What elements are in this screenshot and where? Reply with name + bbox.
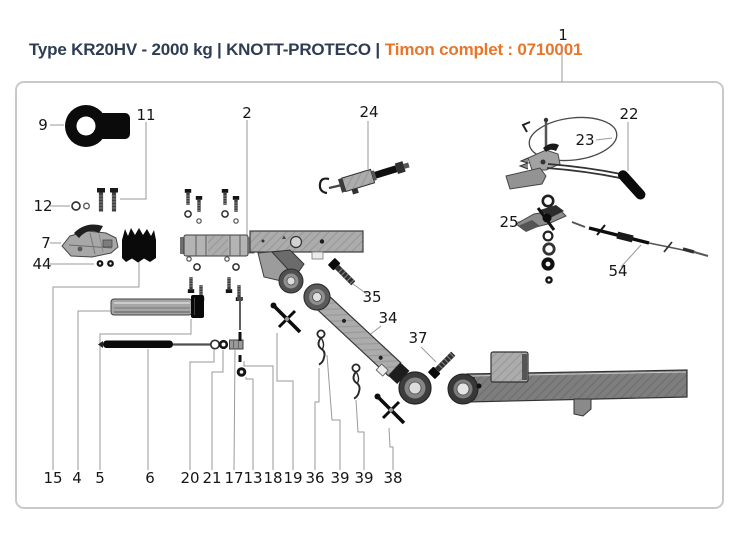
callout-labels: 1 9 11 2 24 22 23 25 54 12 7 44 35 34 37… — [32, 26, 638, 487]
drawbar-channel-drawing — [249, 230, 364, 294]
part-label-6: 6 — [145, 469, 155, 487]
part-4-5-sleeve-drawing — [110, 295, 204, 318]
part-label-5: 5 — [95, 469, 105, 487]
part-label-1: 1 — [558, 26, 568, 44]
diagram-frame — [15, 81, 724, 509]
part-20-drawing — [209, 339, 221, 350]
part-22-drawing — [505, 143, 646, 200]
part-17-drawing — [229, 339, 244, 350]
part-label-54: 54 — [608, 262, 627, 280]
title-main: Type KR20HV - 2000 kg | KNOTT-PROTECO | — [29, 40, 380, 59]
page-title: Type KR20HV - 2000 kg | KNOTT-PROTECO |T… — [29, 40, 582, 60]
part-label-7: 7 — [41, 234, 51, 252]
part-54-drawing — [571, 221, 709, 257]
part-label-12: 12 — [33, 197, 52, 215]
part-label-9: 9 — [38, 116, 48, 134]
part-label-39a: 39 — [330, 469, 349, 487]
callout-leader-lines — [50, 45, 642, 471]
part-34-drawing — [303, 283, 432, 405]
part-label-25: 25 — [499, 213, 518, 231]
part-7-drawing — [61, 224, 119, 258]
part-18-pin-drawing — [237, 297, 243, 362]
part-label-20: 20 — [180, 469, 199, 487]
part-21-drawing — [218, 339, 229, 350]
part-24-drawing — [318, 161, 410, 195]
part-label-18: 18 — [263, 469, 282, 487]
part-label-23: 23 — [575, 131, 594, 149]
title-accent: Timon complet : 0710001 — [384, 40, 583, 59]
part-label-35: 35 — [362, 288, 381, 306]
part-label-15: 15 — [43, 469, 62, 487]
part-label-36: 36 — [305, 469, 324, 487]
part-15-drawing — [122, 228, 156, 263]
part-23-drawing — [521, 116, 618, 162]
part-label-34: 34 — [378, 309, 397, 327]
part-label-22: 22 — [619, 105, 638, 123]
part-13-drawing — [236, 367, 247, 377]
part-label-38: 38 — [383, 469, 402, 487]
part-label-21: 21 — [202, 469, 221, 487]
part-44-drawing — [96, 260, 114, 267]
part-label-37: 37 — [408, 329, 427, 347]
part-label-2: 2 — [242, 104, 252, 122]
part-6-drawing — [98, 340, 211, 348]
part-label-13: 13 — [243, 469, 262, 487]
part-label-4: 4 — [72, 469, 82, 487]
part-label-19: 19 — [283, 469, 302, 487]
part-label-39b: 39 — [354, 469, 373, 487]
part-label-24: 24 — [359, 103, 378, 121]
part-label-17: 17 — [224, 469, 243, 487]
lever-washer-stack-drawing — [541, 194, 556, 284]
drawbar-shaft-drawing — [447, 351, 688, 417]
part-12-drawing — [71, 201, 90, 211]
part-label-44: 44 — [32, 255, 51, 273]
part-9-drawing — [65, 105, 130, 147]
part-label-11: 11 — [136, 106, 155, 124]
part-25-drawing — [515, 205, 567, 232]
